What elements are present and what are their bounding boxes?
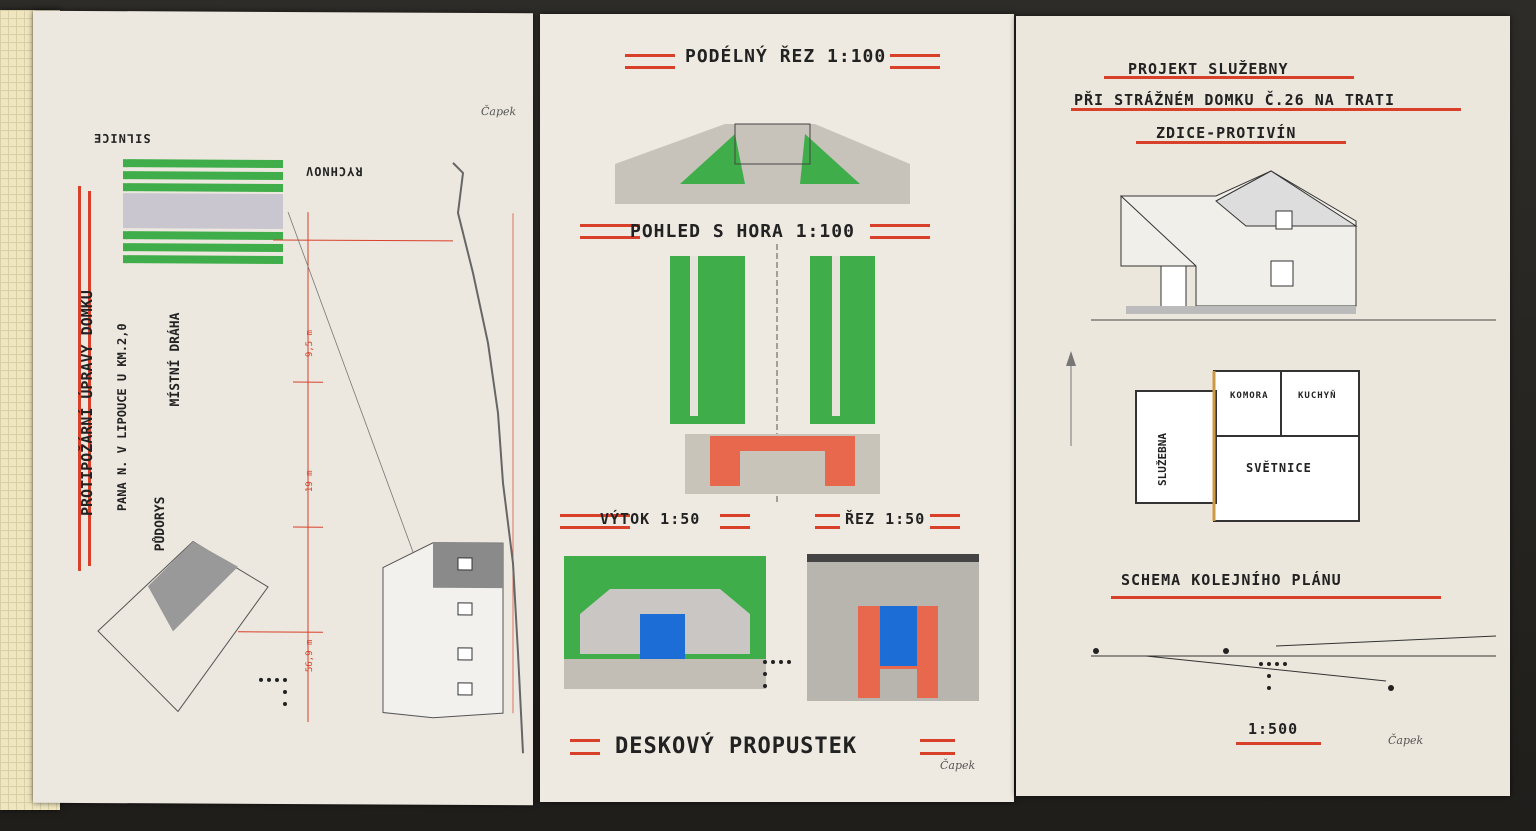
sheet3-room-office: SLUŽEBNA [1156,433,1169,486]
sheet1-dim-19: 19 m [305,470,315,493]
sheet2-title-outlet: VÝTOK 1:50 [600,510,701,528]
sheet2-title-top: POHLED S HORA 1:100 [630,221,855,242]
sheet-culvert: PODÉLNÝ ŘEZ 1:100 POHLED S HORA 1:100 VÝ… [540,14,1014,802]
sheet1-dim-95: 9,5 m [305,330,315,358]
sheet2-signature: Čapek [940,759,976,772]
sheet1-label-draha: MÍSTNÍ DRÁHA [168,312,183,407]
sheet3-scale: 1:500 [1248,720,1299,738]
sheet3-title-track: SCHEMA KOLEJNÍHO PLÁNU [1121,571,1342,589]
sheet1-title: PROTIPOŽÁRNÍ ÚPRAVY DOMKU [78,290,96,517]
sheet3-title-line2: PŘI STRÁŽNÉM DOMKU Č.26 NA TRATI [1074,91,1395,109]
sheet1-signature: Čapek [481,105,517,119]
sheet3-drawing [1066,76,1497,745]
sheet2-drawing [560,54,979,755]
sheet3-title-line3: ZDICE-PROTIVÍN [1156,124,1297,142]
sheet3-room-kitchen: KUCHYŇ [1298,391,1337,401]
sheet2-title-section: ŘEZ 1:50 [845,510,926,528]
sheet2-title-main: DESKOVÝ PROPUSTEK [615,734,858,759]
sheet1-label-pudorys: PŮDORYS [153,496,168,552]
sheet-fire-protection: PROTIPOŽÁRNÍ ÚPRAVY DOMKU PANA N. V LIPO… [33,10,533,806]
sheet-service-room: PROJEKT SLUŽEBNY PŘI STRÁŽNÉM DOMKU Č.26… [1016,16,1510,796]
sheet3-room-living: SVĚTNICE [1246,461,1312,475]
sheet1-label-silnice: SILNICE [93,131,151,146]
sheet3-room-pantry: KOMORA [1230,391,1269,401]
sheet1-subtitle: PANA N. V LIPOUCE U KM.2,0 [115,323,129,512]
sheet3-title-line1: PROJEKT SLUŽEBNY [1128,60,1289,78]
sheet3-signature: Čapek [1388,734,1424,747]
sheet1-dim-569: 56,9 m [305,639,315,673]
sheet1-drawing [78,159,524,754]
sheet1-label-rychnov: RYCHNOV [305,164,363,179]
sheet2-title-longitudinal: PODÉLNÝ ŘEZ 1:100 [685,46,887,67]
